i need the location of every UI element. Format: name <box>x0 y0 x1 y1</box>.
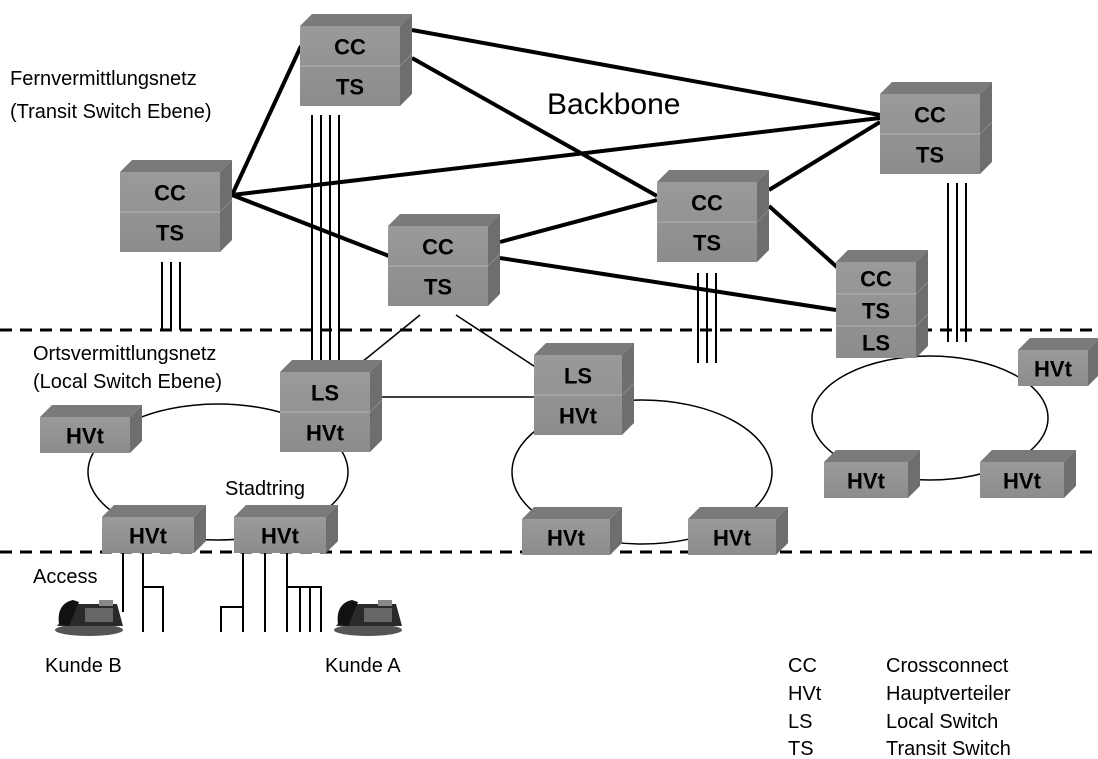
node-label-hvt: HVt <box>1034 357 1073 382</box>
node-cc-ts-ls: CC TS LS <box>836 250 929 358</box>
stadtring-ring <box>87 403 349 541</box>
legend-text: Hauptverteiler <box>886 683 1011 705</box>
telephone-icon <box>55 600 123 636</box>
node-hvt: HVt <box>522 507 622 555</box>
legend: CC Crossconnect HVt Hauptverteiler LS Lo… <box>788 655 1011 759</box>
node-label-cc: CC <box>154 181 186 206</box>
node-label-cc: CC <box>860 267 892 292</box>
node-label-ls: LS <box>564 364 592 389</box>
node-cc-ts-top: CC TS <box>300 14 413 106</box>
kunde-b-label: Kunde B <box>45 655 122 677</box>
node-cc-ts-left: CC TS <box>120 160 233 252</box>
node-label-cc: CC <box>334 35 366 60</box>
node-label-hvt: HVt <box>559 404 598 429</box>
node-label-cc: CC <box>422 235 454 260</box>
legend-abbr: HVt <box>788 683 822 705</box>
legend-abbr: LS <box>788 711 812 733</box>
local-level-subtitle: (Local Switch Ebene) <box>33 371 222 393</box>
node-hvt: HVt <box>688 507 788 555</box>
access-label: Access <box>33 566 97 588</box>
node-ls-hvt-middle: LS HVt <box>534 343 635 435</box>
node-label-ls: LS <box>862 331 890 356</box>
node-hvt: HVt <box>40 405 142 453</box>
network-nodes: CCTSCCTSCCTSCCTSCCTSCCTSLSLSHVtLSHVtHVtH… <box>40 14 1098 555</box>
node-label-ls: LS <box>311 381 339 406</box>
node-label-ts: TS <box>156 221 184 246</box>
node-hvt: HVt <box>824 450 920 498</box>
node-label-cc: CC <box>691 191 723 216</box>
legend-text: Crossconnect <box>886 655 1009 677</box>
node-label-ts: TS <box>862 299 890 324</box>
node-hvt: HVt <box>102 505 206 553</box>
transit-level-subtitle: (Transit Switch Ebene) <box>10 101 212 123</box>
transit-level-title: Fernvermittlungsnetz <box>10 68 197 90</box>
node-label-cc: CC <box>914 103 946 128</box>
node-label-hvt: HVt <box>66 424 105 449</box>
telephone-icon <box>334 600 402 636</box>
legend-text: Local Switch <box>886 711 998 733</box>
node-ls-hvt-left: LS HVt <box>280 360 383 452</box>
local-links <box>361 314 541 398</box>
node-cc-ts-right: CC TS <box>880 82 993 174</box>
node-label-hvt: HVt <box>847 469 886 494</box>
kunde-a-label: Kunde A <box>325 655 401 677</box>
stadtring-label: Stadtring <box>225 478 305 500</box>
node-cc-ts-center: CC TS <box>388 214 501 306</box>
node-label-ts: TS <box>336 75 364 100</box>
node-label-hvt: HVt <box>261 524 300 549</box>
ring-middle <box>511 399 773 545</box>
node-hvt: HVt <box>980 450 1076 498</box>
legend-abbr: CC <box>788 655 817 677</box>
backbone-label: Backbone <box>547 88 680 121</box>
node-hvt: HVt <box>234 505 338 553</box>
node-hvt: HVt <box>1018 338 1098 386</box>
local-level-title: Ortsvermittlungsnetz <box>33 343 216 365</box>
trunk-bundles <box>161 115 967 375</box>
node-label-ts: TS <box>916 143 944 168</box>
legend-text: Transit Switch <box>886 738 1011 759</box>
ring-right <box>811 355 1049 481</box>
access-lines <box>122 552 322 632</box>
node-label-ts: TS <box>424 275 452 300</box>
rings <box>87 355 1049 545</box>
node-label-hvt: HVt <box>129 524 168 549</box>
node-label-hvt: HVt <box>713 526 752 551</box>
node-cc-ts-middle: CC TS <box>657 170 770 262</box>
legend-abbr: TS <box>788 738 814 759</box>
node-label-hvt: HVt <box>306 421 345 446</box>
node-label-ts: TS <box>693 231 721 256</box>
node-label-hvt: HVt <box>1003 469 1042 494</box>
node-label-hvt: HVt <box>547 526 586 551</box>
